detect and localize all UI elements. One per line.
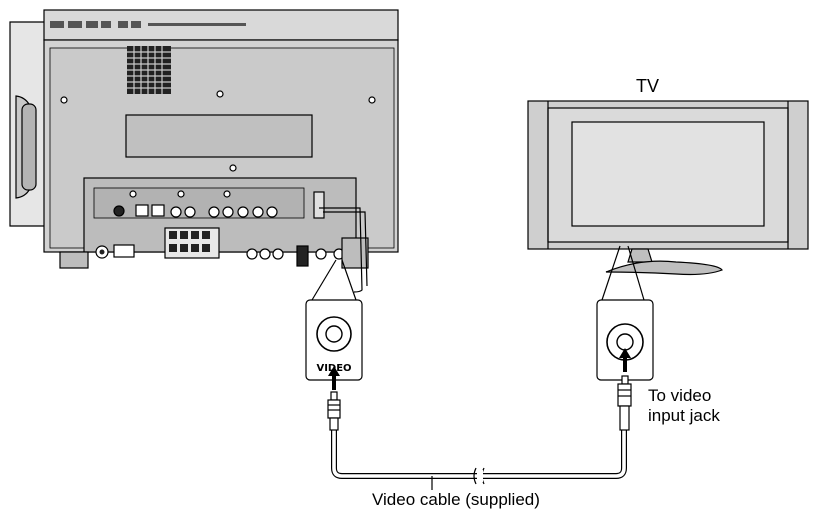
tv-jack-arrow	[619, 348, 631, 372]
video-cable	[331, 430, 627, 490]
tv-icon	[527, 100, 809, 276]
rca-jack-icon	[316, 316, 352, 352]
unit-jack-callout: VIDEO	[305, 259, 363, 381]
video-input-jack-label: To video input jack	[648, 386, 720, 426]
tv-jack-callout	[596, 245, 654, 381]
unit-wire	[319, 207, 368, 293]
video-cable-label: Video cable (supplied)	[372, 490, 540, 509]
jack-label-line-2: input jack	[648, 406, 720, 425]
rca-jack-icon	[606, 323, 644, 361]
tv-label: TV	[636, 76, 660, 96]
jack-label-line-1: To video	[648, 386, 712, 405]
rca-plug-icon	[327, 391, 341, 431]
rca-plug-icon	[617, 375, 632, 431]
receiver-unit-icon	[9, 9, 399, 269]
unit-jack-arrow	[328, 366, 340, 390]
